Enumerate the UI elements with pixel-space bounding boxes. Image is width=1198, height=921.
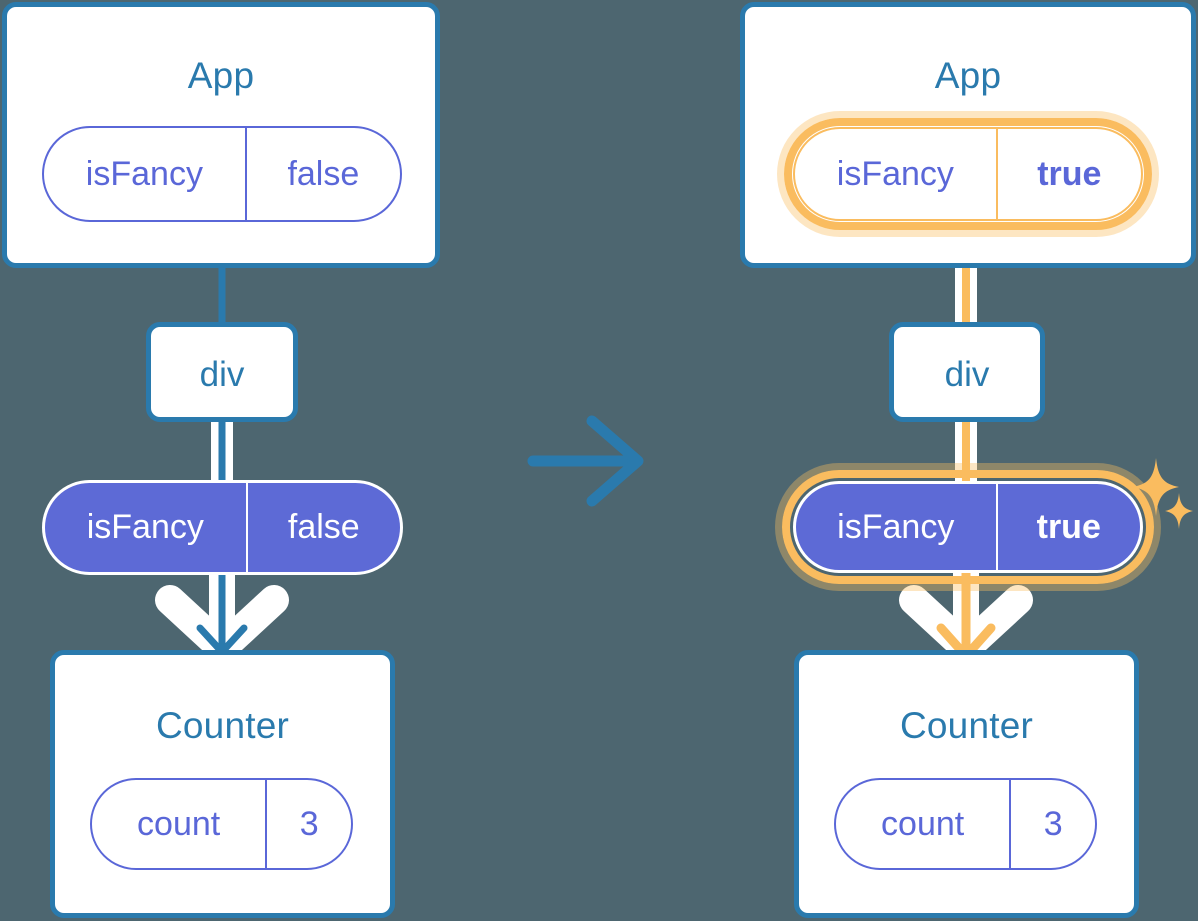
counter-state-key-right: count [836,780,1012,868]
div-box-left[interactable]: div [146,322,298,422]
counter-state-pill-left[interactable]: count 3 [90,778,353,870]
app-state-value-left: false [287,154,360,193]
sparkle-icon-props [1133,458,1193,529]
flow-arrow-right [936,566,996,661]
app-state-pill-left[interactable]: isFancy false [42,126,402,222]
counter-title-right: Counter [899,705,1034,746]
counter-state-value-left: 3 [299,804,319,843]
app-title-right: App [934,55,1002,96]
app-state-pill-right[interactable]: isFancy true [793,127,1143,221]
counter-title-left: Counter [155,705,290,746]
div-label-left: div [199,355,245,394]
app-title-left: App [187,55,255,96]
props-value-right: true [1036,507,1101,546]
counter-state-value-right: 3 [1043,804,1063,843]
div-label-right: div [944,355,990,394]
counter-state-key-left: count [92,780,268,868]
app-state-value-right: true [1037,154,1102,193]
flow-arrow-left [196,562,248,656]
app-state-key-left: isFancy [44,128,247,220]
props-key-left: isFancy [45,483,248,572]
props-value-left: false [287,508,360,546]
props-pill-left[interactable]: isFancy false [42,480,403,575]
counter-state-pill-right[interactable]: count 3 [834,778,1097,870]
props-key-right: isFancy [796,484,998,570]
transition-arrow [527,415,644,507]
div-box-right[interactable]: div [889,322,1045,422]
props-pill-right[interactable]: isFancy true [793,481,1143,573]
app-state-key-right: isFancy [795,129,998,219]
